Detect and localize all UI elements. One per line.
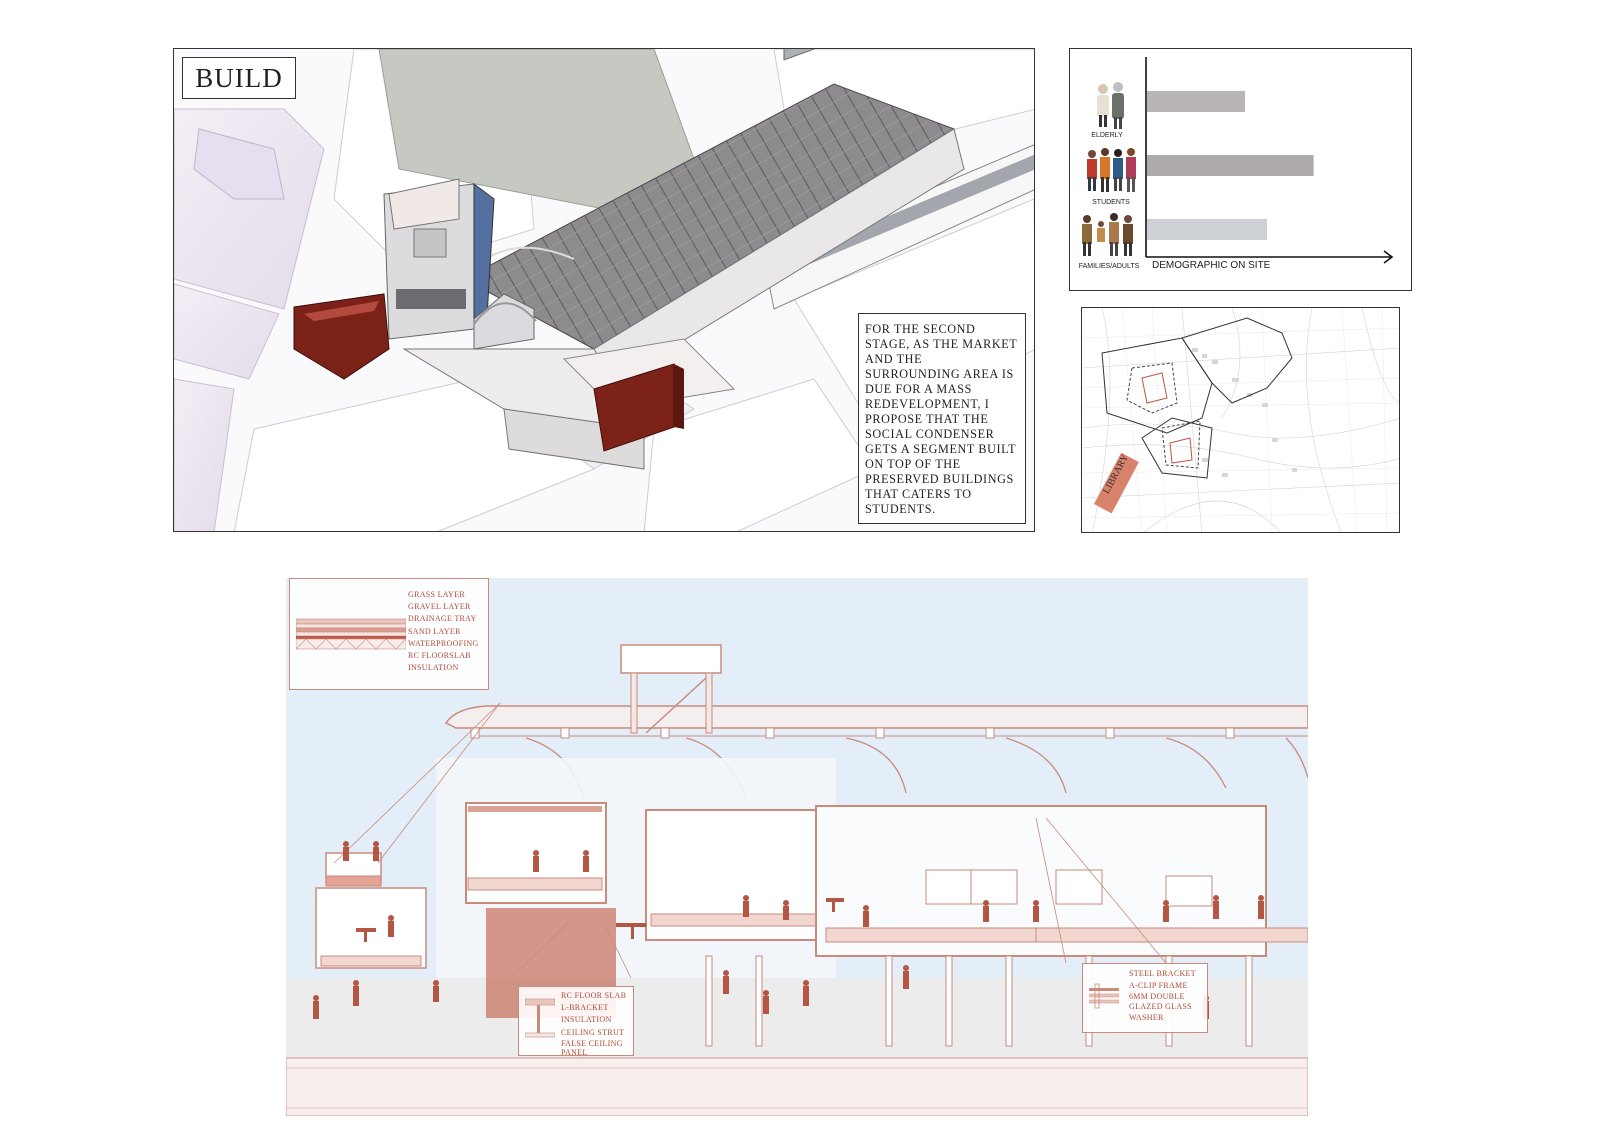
demographic-chart-svg [1082,57,1394,264]
glazing-legend-item: WASHER [1129,1013,1164,1023]
build-title: BUILD [182,57,296,99]
floor-slab-detail [525,998,555,1038]
roof-buildup-legend: GRASS LAYER GRAVEL LAYER DRAINAGE TRAY S… [289,578,489,690]
roof-legend-item: GRAVEL LAYER [408,602,471,612]
roof-legend-item: SAND LAYER [408,626,461,636]
section-drawing [286,644,1308,1116]
roof-legend-item: RC FLOORSLAB [408,651,471,661]
location-map: LIBRARY [1081,307,1400,533]
families-icon [1082,213,1133,256]
students-icon [1087,148,1136,192]
roof-legend-item: WATERPROOFING [408,638,479,648]
floor-slab-legend: RC FLOOR SLAB L-BRACKET INSULATION CEILI… [518,986,634,1057]
category-label-students: STUDENTS [1092,199,1130,206]
glazing-detail [1089,983,1119,1009]
x-axis-arrow [1383,250,1394,264]
floor-legend-item: RC FLOOR SLAB [561,991,627,1000]
demographic-chart: ELDERLY STUDENTS FAMILIES/ADULTS DEMOGRA… [1069,48,1412,291]
bar-families [1147,219,1268,240]
floor-legend-item: INSULATION [561,1015,612,1025]
roof-buildup-detail [296,618,406,650]
roof-legend-item: GRASS LAYER [408,590,466,599]
elderly-icon [1097,82,1124,129]
floor-legend-item: CEILING STRUT [561,1027,625,1037]
build-axonometric-panel: BUILD FOR THE SECOND STAGE, AS THE MARKE… [173,48,1035,532]
roof-legend-list: GRASS LAYER GRAVEL LAYER DRAINAGE TRAY S… [408,589,479,674]
glazing-legend: STEEL BRACKET A-CLIP FRAME 6MM DOUBLE GL… [1082,963,1208,1033]
glazing-legend-list: STEEL BRACKET A-CLIP FRAME 6MM DOUBLE GL… [1129,968,1196,1025]
map-drawing [1082,308,1399,532]
glazing-legend-item: 6MM DOUBLE [1129,992,1185,1002]
glazing-legend-item: GLAZED GLASS [1129,1002,1192,1012]
glazing-legend-item: A-CLIP FRAME [1129,981,1188,991]
floor-legend-item: FALSE CEILING [561,1038,623,1048]
category-label-elderly: ELDERLY [1091,132,1123,139]
glazing-legend-item: STEEL BRACKET [1129,969,1196,978]
bar-elderly [1147,91,1245,112]
category-label-families: FAMILIES/ADULTS [1078,263,1140,270]
floor-legend-list: RC FLOOR SLAB L-BRACKET INSULATION CEILI… [561,990,626,1057]
bar-students [1147,155,1314,176]
floor-legend-item: L-BRACKET [561,1003,609,1013]
roof-legend-item: DRAINAGE TRAY [408,614,477,624]
building-section: GRASS LAYER GRAVEL LAYER DRAINAGE TRAY S… [286,578,1308,1116]
floor-legend-item: PANEL [561,1047,588,1057]
stage-description: FOR THE SECOND STAGE, AS THE MARKET AND … [858,313,1026,524]
axonometric-drawing [174,49,1034,531]
roof-legend-item: INSULATION [408,663,459,673]
x-axis-label: DEMOGRAPHIC ON SITE [1152,260,1271,271]
library-marker [1094,452,1139,514]
